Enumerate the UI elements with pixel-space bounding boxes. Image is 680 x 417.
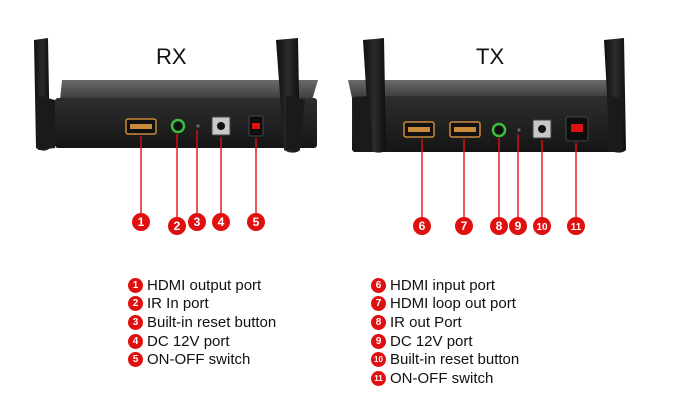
tx-legend-label: IR out Port xyxy=(390,313,462,331)
tx-device-body xyxy=(352,96,624,152)
rx-callout-number-4: 4 xyxy=(218,215,225,229)
rx-antenna-left-base xyxy=(36,95,55,150)
tx-legend-number: 10 xyxy=(371,352,386,368)
tx-callout-number-6: 6 xyxy=(419,219,426,233)
tx-callout-circle-8 xyxy=(490,217,508,235)
rx-device-top xyxy=(60,80,318,100)
tx-legend-label: HDMI loop out port xyxy=(390,295,516,313)
tx-legend-number: 11 xyxy=(371,370,386,386)
tx-callout-number-8: 8 xyxy=(496,219,503,233)
rx-legend-label: HDMI output port xyxy=(147,276,262,294)
rx-callout-number-2: 2 xyxy=(174,219,181,233)
rx-callout-circle-3 xyxy=(188,213,206,231)
tx-callout-circle-10 xyxy=(533,217,551,235)
tx-callout-circle-11 xyxy=(567,217,585,235)
rx-callout-circle-4 xyxy=(212,213,230,231)
tx-title: TX xyxy=(476,44,505,69)
rx-title: RX xyxy=(156,44,187,69)
rx-legend-label: Built-in reset button xyxy=(147,313,277,331)
tx-callout-number-9: 9 xyxy=(515,219,522,233)
tx-callout-number-11: 11 xyxy=(571,222,582,233)
tx-legend-label: Built-in reset button xyxy=(390,351,520,369)
tx-hdmi-loop-out-port-pins xyxy=(454,127,476,132)
tx-hdmi-input-port-pins xyxy=(408,127,430,132)
rx-legend-label: IR In port xyxy=(147,295,209,313)
rx-reset-hole xyxy=(196,124,200,128)
rx-device xyxy=(34,38,318,153)
tx-legend-label: ON-OFF switch xyxy=(390,369,494,387)
rx-legend-label: DC 12V port xyxy=(147,332,230,350)
rx-legend-number: 4 xyxy=(128,333,143,349)
tx-device xyxy=(348,38,626,153)
tx-legend-number: 6 xyxy=(371,277,386,293)
rx-hdmi-output-port-pins xyxy=(130,124,152,129)
tx-antenna-left-base xyxy=(352,96,372,152)
tx-callout-number-7: 7 xyxy=(461,219,468,233)
rx-legend-number: 1 xyxy=(128,277,143,293)
tx-callout-circle-6 xyxy=(413,217,431,235)
rx-ir-in-port xyxy=(170,118,186,134)
rx-legend-number: 3 xyxy=(128,314,143,330)
tx-antenna-right-base xyxy=(608,96,624,152)
tx-legend-label: HDMI input port xyxy=(390,276,496,294)
rx-callout-number-5: 5 xyxy=(253,215,260,229)
rx-dc-port-hole xyxy=(217,122,225,130)
rx-legend-label: ON-OFF switch xyxy=(147,351,251,369)
rx-antenna-right-base xyxy=(286,95,305,150)
rx-callout-circle-5 xyxy=(247,213,265,231)
tx-ir-out-port xyxy=(491,122,507,138)
rx-callout-number-1: 1 xyxy=(138,215,145,229)
tx-legend-number: 8 xyxy=(371,314,386,330)
tx-power-switch-indicator xyxy=(571,124,583,132)
tx-legend-label: DC 12V port xyxy=(390,332,473,350)
rx-callout-circle-1 xyxy=(132,213,150,231)
tx-device-top xyxy=(348,80,622,98)
rx-legend-number: 2 xyxy=(128,296,143,312)
rx-legend-number: 5 xyxy=(128,352,143,368)
tx-legend-number: 7 xyxy=(371,296,386,312)
rx-callout-circle-2 xyxy=(168,217,186,235)
tx-legend-number: 9 xyxy=(371,333,386,349)
tx-callout-circle-7 xyxy=(455,217,473,235)
rx-device-body xyxy=(55,98,317,148)
tx-reset-hole xyxy=(517,128,521,132)
tx-dc-port-hole xyxy=(538,125,546,133)
rx-power-switch-indicator xyxy=(252,123,260,129)
rx-callout-number-3: 3 xyxy=(194,215,201,229)
tx-callout-circle-9 xyxy=(509,217,527,235)
tx-callout-number-10: 10 xyxy=(536,222,548,233)
